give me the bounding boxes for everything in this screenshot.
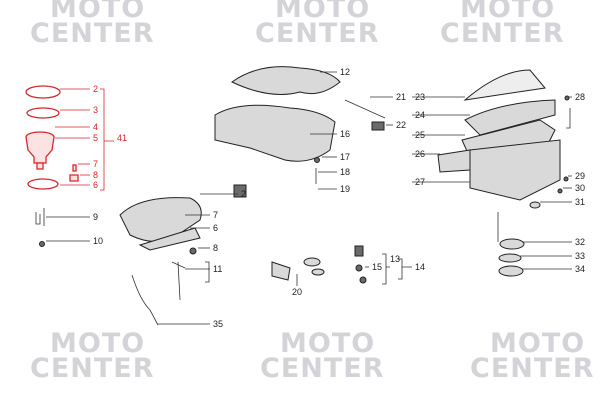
bracket-line	[382, 253, 412, 285]
watermark-text: CENTER	[30, 18, 155, 49]
watermark-text: CENTER	[470, 353, 595, 384]
bracket-part	[35, 208, 45, 247]
callout-31: 31	[575, 197, 585, 207]
callout-32: 32	[575, 237, 585, 247]
callout-23: 23	[415, 92, 425, 102]
callout-28: 28	[575, 92, 585, 102]
bracket-line	[100, 88, 114, 191]
callout-8: 8	[93, 170, 98, 180]
callout-27: 27	[415, 177, 425, 187]
speedometer-body	[119, 197, 202, 326]
callout-13: 13	[390, 254, 400, 264]
callout-21: 21	[396, 92, 406, 102]
callout-19: 19	[340, 184, 350, 194]
callout-33: 33	[575, 251, 585, 261]
callout-8: 8	[213, 243, 218, 253]
callout-17: 17	[340, 152, 350, 162]
callout-5: 5	[93, 133, 98, 143]
watermark-text: MOTO	[490, 328, 585, 359]
handlebar-cover	[214, 66, 386, 198]
callout-2: 2	[241, 189, 246, 199]
callout-2: 2	[93, 84, 98, 94]
callout-35: 35	[213, 319, 223, 329]
bracket-line	[566, 108, 571, 129]
callout-9: 9	[93, 212, 98, 222]
callout-15: 15	[372, 262, 382, 272]
callout-41: 41	[117, 133, 127, 143]
callout-7: 7	[213, 210, 218, 220]
callout-7: 7	[93, 159, 98, 169]
callout-4: 4	[93, 122, 98, 132]
callout-10: 10	[93, 236, 103, 246]
callout-34: 34	[575, 264, 585, 274]
watermark-text: MOTO	[460, 0, 555, 24]
callout-16: 16	[340, 129, 350, 139]
watermark-text: CENTER	[255, 18, 380, 49]
bracket-line	[205, 261, 210, 283]
callout-12: 12	[340, 67, 350, 77]
headlamp-housing	[437, 69, 570, 277]
callout-11: 11	[213, 264, 222, 274]
watermark-layer: MOTOCENTERMOTOCENTERMOTOCENTERMOTOCENTER…	[30, 0, 595, 384]
speedometer-assembly-highlighted	[25, 85, 79, 190]
callout-24: 24	[415, 110, 425, 120]
callout-29: 29	[575, 171, 585, 181]
watermark-text: MOTO	[50, 328, 145, 359]
watermark-text: CENTER	[260, 353, 385, 384]
callout-20: 20	[292, 287, 302, 297]
callout-14: 14	[415, 262, 425, 272]
watermark-text: MOTO	[280, 328, 375, 359]
watermark-text: MOTO	[50, 0, 145, 24]
callout-22: 22	[396, 120, 406, 130]
callout-6: 6	[213, 223, 218, 233]
callout-3: 3	[93, 105, 98, 115]
callout-25: 25	[415, 130, 425, 140]
callout-18: 18	[340, 167, 350, 177]
callout-26: 26	[415, 149, 425, 159]
watermark-text: CENTER	[30, 353, 155, 384]
callout-30: 30	[575, 183, 585, 193]
switch-parts	[271, 245, 367, 284]
watermark-text: MOTO	[275, 0, 370, 24]
watermark-text: CENTER	[440, 18, 565, 49]
callout-6: 6	[93, 180, 98, 190]
